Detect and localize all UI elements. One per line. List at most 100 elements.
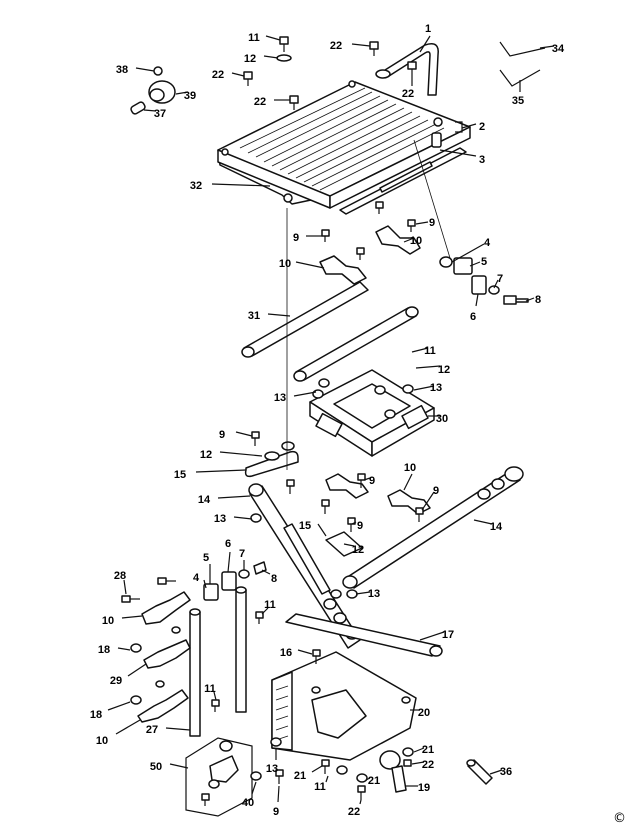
leader-11c [261,607,269,615]
callout-3: 3 [479,154,485,166]
leader-12d [343,543,355,547]
callout-5b: 5 [203,552,209,564]
leader-6b [227,551,231,573]
leader-40 [251,781,257,795]
callout-38: 38 [116,64,128,76]
callout-13e: 13 [266,763,278,775]
leader-16 [297,649,313,655]
callout-7b: 7 [239,548,245,560]
leader-13c [233,516,253,520]
callout-9c: 9 [219,429,225,441]
leader-14b [473,519,493,525]
leader-12c [219,451,263,457]
callout-5a: 5 [481,256,487,268]
leader-34 [539,45,555,49]
callout-10c: 10 [404,462,416,474]
callout-9f: 9 [357,520,363,532]
leader-27 [165,727,191,731]
link-plate-15 [244,450,299,478]
hex-key-34 [499,41,546,57]
leader-7a [493,279,499,289]
leader-18a [117,647,131,651]
base-20 [271,651,417,761]
leader-11b [411,347,429,353]
part-drawings [121,36,546,817]
leader-38 [135,67,155,72]
callout-18a: 18 [98,644,110,656]
callout-10e: 10 [96,735,108,747]
lever-knob-19 [379,750,401,770]
callout-leaders [107,35,555,805]
callout-21a: 21 [422,744,434,756]
callout-8a: 8 [535,294,541,306]
callout-27: 27 [146,724,158,736]
legs-27 [189,586,247,737]
callout-6b: 6 [225,538,231,550]
callout-22b: 22 [212,69,224,81]
callout-21c: 21 [368,775,380,787]
hex-key-35 [499,69,541,87]
callout-29: 29 [110,675,122,687]
callout-32: 32 [190,180,202,192]
callout-30: 30 [436,413,448,425]
callout-17: 17 [442,629,454,641]
scissor-arm-14-right [342,466,524,589]
leader-21c [365,777,371,781]
callout-22d: 22 [402,88,414,100]
leader-9d [363,477,371,481]
callout-14b: 14 [490,521,503,533]
leader-10d [121,615,143,619]
callout-28: 28 [114,570,126,582]
callout-9a: 9 [429,217,435,229]
bolt-8 [503,295,529,305]
callout-11d: 11 [204,683,216,695]
leader-11a [265,35,281,41]
leader-1 [419,35,431,53]
callout-35: 35 [512,95,524,107]
washer-7 [488,285,500,295]
leader-3 [439,149,477,157]
leader-12a [263,55,279,59]
leader-36 [489,769,503,775]
callout-15a: 15 [174,469,186,481]
bracket-10-upper-right [375,225,421,255]
leader-22a [351,43,371,47]
leader-29 [127,663,147,677]
leader-15a [195,469,247,473]
leader-13d [355,591,371,595]
callout-12b: 12 [438,364,450,376]
callout-12c: 12 [200,449,212,461]
callout-39: 39 [184,90,196,102]
leader-6a [475,293,479,307]
callout-6a: 6 [470,311,476,323]
pin-36 [466,759,493,785]
leader-8b [261,569,271,575]
callout-10b: 10 [279,258,291,270]
callout-13d: 13 [368,588,380,600]
leader-28 [123,579,127,595]
callout-9d: 9 [369,475,375,487]
leader-13a [413,385,435,391]
leader-10e [115,719,141,735]
leader-10a [403,237,415,243]
collar-38 [153,66,163,76]
bracket-10-upper-left [319,255,367,285]
pin-37 [130,101,146,115]
callout-10d: 10 [102,615,114,627]
nut-4 [439,256,453,268]
callout-22f: 22 [348,806,360,818]
leader-11e [325,775,329,783]
callout-31: 31 [248,310,260,322]
callout-22e: 22 [422,759,434,771]
leader-50 [169,763,189,769]
callout-16: 16 [280,647,292,659]
washer-40 [250,771,262,781]
leader-12b [415,365,441,369]
leader-17 [419,631,445,641]
leader-11d [213,691,217,701]
callout-9g: 9 [273,806,279,818]
leader-21b [311,765,323,773]
leader-22f [359,799,362,805]
callout-34: 34 [552,43,565,55]
